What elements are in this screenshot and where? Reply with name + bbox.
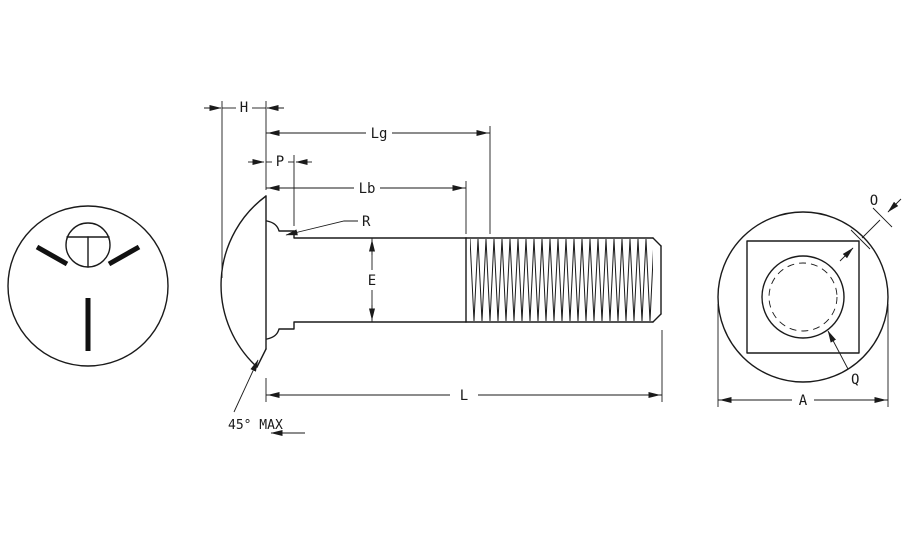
dim-label-Lg: Lg	[371, 126, 388, 142]
dim-O-line	[861, 219, 881, 239]
leader-R-line	[285, 220, 358, 236]
dim-head-height: H	[204, 100, 284, 116]
square-neck-outline	[746, 240, 860, 354]
chamfer-note-label: 45° MAX	[228, 418, 283, 433]
square-neck-bottom-profile	[266, 321, 467, 340]
dim-across-corners: O	[839, 193, 902, 262]
dim-label-L: L	[460, 388, 468, 404]
dim-O-arrow-outer	[887, 198, 902, 213]
dim-body-length: Lb	[266, 181, 466, 197]
point-chamfer-bottom	[652, 313, 662, 323]
thread-root-circle	[768, 262, 838, 332]
dim-grip-length: Lg	[266, 126, 490, 142]
dim-body-diameter: E	[368, 238, 376, 322]
ext-line-corner-outer	[872, 207, 893, 228]
bolt-side-view	[220, 195, 662, 368]
leader-fillet-radius: R	[285, 214, 371, 236]
leader-Q-line	[827, 330, 849, 370]
dim-O-arrow-inner	[839, 247, 854, 262]
grade-mark-dash-left	[35, 244, 69, 267]
dim-label-H: H	[240, 100, 248, 116]
grade-mark-dash-right	[107, 244, 141, 267]
head-marking-outline-circle	[7, 205, 169, 367]
dim-label-Lb: Lb	[359, 181, 376, 197]
ext-line-corner-inner	[850, 229, 871, 250]
dim-label-P: P	[276, 154, 284, 170]
side-view-dimensions: H Lg P Lb R	[204, 100, 663, 436]
chamfer-leader-line	[233, 359, 259, 413]
dim-head-diameter: A	[717, 304, 889, 409]
bolt-head-dome-arc	[220, 195, 267, 368]
bolt-head-chamfer	[256, 348, 267, 368]
leader-neck-detail: Q	[827, 330, 859, 388]
dim-label-A: A	[799, 393, 808, 409]
head-marking-view	[7, 205, 169, 367]
body-circle	[761, 255, 845, 339]
end-view-dimensions: O Q A	[717, 193, 902, 409]
thread-hatch	[470, 239, 653, 321]
bolt-end-view	[717, 211, 889, 383]
dim-overall-length: L	[266, 388, 662, 404]
point-chamfer-top	[652, 237, 662, 247]
dim-label-E: E	[368, 273, 376, 289]
chamfer-callout: 45° MAX	[228, 359, 305, 436]
dim-label-Q: Q	[851, 372, 859, 388]
dim-label-O: O	[870, 193, 878, 209]
head-outline-circle	[717, 211, 889, 383]
dim-label-R: R	[362, 214, 371, 230]
dim-square-depth: P	[248, 154, 312, 170]
